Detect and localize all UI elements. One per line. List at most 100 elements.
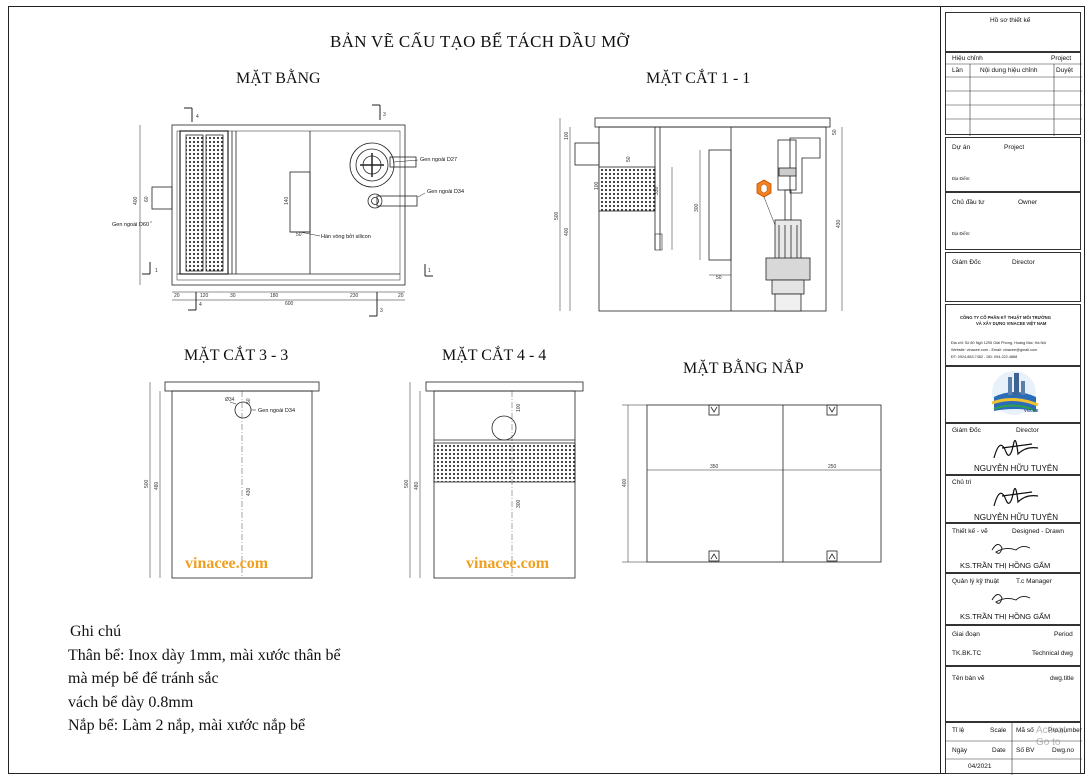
tb-ten-ban-ve: Tên bản vẽ dwg.title [945,666,1081,722]
s33-dim-50: 50 [246,398,252,404]
tb-company-l1: CÔNG TY CỔ PHẦN KỸ THUẬT MÔI TRƯỜNG [960,315,1051,320]
tb-ma-so: Mã số [1016,727,1034,734]
view-title-plan: MẶT BẰNG [236,70,321,87]
dim-20: 20 [174,293,180,299]
tb-giam-doc: Giám Đốc Director [945,252,1081,302]
lid-dim-400: 400 [622,478,628,487]
tb-revision: Hiệu chỉnh Project Lần Nội dung hiệu chỉ… [945,52,1082,136]
tb-gd2-label: Giám Đốc [952,427,981,434]
plan-marker-1-left: 1 [155,268,158,274]
company-logo [991,371,1039,415]
s11-dim-50b: 50 [716,275,722,281]
dim-400: 400 [133,196,139,205]
s11-dim-300: 300 [694,203,700,212]
dim-30: 30 [230,293,236,299]
lid-plan-view [622,404,882,563]
plan-marker-4-bottom: 4 [199,302,202,308]
plan-marker-4-top: 4 [196,114,199,120]
tb-giai-doan: Giai đoạn Period TK.BK.TC Technical dwg [945,625,1081,666]
tb-ten-ban-ve-label: Tên bản vẽ [952,675,985,682]
tb-ho-so: Hồ sơ thiết kế [945,12,1081,52]
s11-dim-100b: 100 [594,181,600,190]
section-3-3-view [149,381,320,579]
label-gen-d34: Gen ngoài D34 [427,189,464,195]
label-gen-d60: Gen ngoài D60 [112,222,149,228]
note-line-2: mà mép bể để tránh sắc [68,670,219,687]
s44-dim-100: 100 [516,403,522,412]
tb-thiet-ke: Thiết kế - vẽ Designed - Drawn KS.TRẦN T… [945,523,1081,573]
lid-dim-350: 350 [710,464,719,470]
tb-lan: Lần [952,67,963,74]
tb-ngay: Ngày [952,747,968,754]
tb-pro-number: Pro.number [1048,727,1082,734]
tb-tk-code: TK.BK.TC [952,650,982,657]
title-block: Hồ sơ thiết kế Hiệu chỉnh Project Lần Nộ… [940,6,1085,775]
view-title-section-3-3: MẶT CẮT 3 - 3 [184,347,289,364]
tb-hieu-chinh: Hiệu chỉnh [952,55,983,62]
tb-tech-dwg: Technical dwg [1032,650,1073,657]
plan-marker-3-top: 3 [383,112,386,118]
tb-ct-name: NGUYỄN HỮU TUYÊN [974,513,1059,522]
notes-block: Ghi chú Thân bể: Inox dày 1mm, mài xước … [68,620,341,738]
plan-marker-1-right: 1 [428,268,431,274]
view-title-section-4-4: MẶT CẮT 4 - 4 [442,347,547,364]
tb-du-an-label: Dự án [952,144,971,151]
tb-thiet-ke-label: Thiết kế - vẽ [952,528,988,535]
tb-director: Director [1012,259,1035,266]
tb-giam-doc-2: Giám Đốc Director NGUYỄN HỮU TUYÊN [945,423,1081,475]
signature-3 [991,544,1031,554]
dim-600: 600 [285,301,294,307]
tb-chu-tri: Chủ trì NGUYỄN HỮU TUYÊN [945,475,1081,523]
dim-50: 50 [296,232,302,238]
tb-scale: Scale [990,727,1007,734]
dim-120: 120 [200,293,209,299]
brand-watermark-2: vinacee.com [466,555,550,572]
tb-ho-so-label: Hồ sơ thiết kế [990,17,1031,24]
s11-dim-100: 100 [564,131,570,140]
s44-dim-480: 480 [414,481,420,490]
tb-logo: VNCEE [945,366,1081,423]
tb-giam-doc-label: Giám Đốc [952,259,981,266]
tb-period: Period [1054,631,1073,638]
tb-owner: Owner [1018,199,1038,206]
tb-du-an: Dự án Project Địa Điểm: [945,137,1081,192]
label-gen-d27: Gen ngoài D27 [420,157,457,163]
tb-tc-manager: T.c Manager [1016,578,1052,585]
signature-2 [993,487,1039,507]
tb-footer: Tỉ lệ Scale Mã số Pro.number Ngày Date S… [945,722,1082,775]
s11-dim-50: 50 [626,156,632,162]
plan-marker-3-bottom: 3 [380,308,383,314]
dim-230: 230 [350,293,359,299]
s33-dim-480: 480 [154,481,160,490]
signature-4 [991,594,1031,604]
tb-addr2: Website: vinacee.com - Email: vinacee@gm… [951,348,1038,352]
tb-dia-diem-2: Địa Điểm: [952,231,971,236]
section-4-4-view [409,381,584,579]
signature-1 [993,439,1039,459]
tb-tk-name: KS.TRẦN THỊ HỒNG GẤM [960,561,1051,570]
notes-heading: Ghi chú [70,623,122,640]
tb-footer-grid [946,723,1082,775]
s44-dim-500: 500 [404,479,410,488]
technical-drawing: 4 3 4 3 1 1 Gen ngoài D27 Gen ngoài D34 … [112,104,882,579]
tb-chu-dau-tu-label: Chủ đầu tư [952,199,985,206]
plan-view [139,104,433,317]
logo-text: VNCEE [1024,408,1039,413]
tb-company: CÔNG TY CỔ PHẦN KỸ THUẬT MÔI TRƯỜNG VÀ X… [945,304,1081,366]
s33-label-d34: Ø34 [225,397,235,403]
tb-revision-grid [946,63,1082,136]
tb-qlkt-label: Quản lý kỹ thuật [952,578,999,585]
s11-dim-430: 430 [836,219,842,228]
dim-140: 140 [284,196,290,205]
dim-20b: 20 [398,293,404,299]
tb-date-value: 04/2021 [968,763,992,770]
tb-dwg-no: Dwg.no [1052,747,1075,754]
tb-chu-dau-tu: Chủ đầu tư Owner Địa Điểm: [945,192,1081,250]
view-title-lid-plan: MẶT BẰNG NẮP [683,360,804,377]
tb-duyet: Duyệt [1056,67,1073,74]
section-1-1-view [559,117,843,312]
tb-addr1: Địa chỉ: Số 80 Ngõ 1295 Giải Phóng, Hoàn… [951,341,1047,345]
drawing-frame [8,6,1085,774]
tb-du-an-en: Project [1004,144,1025,151]
label-weld: Hàn vòng bởi silicon [321,233,371,240]
